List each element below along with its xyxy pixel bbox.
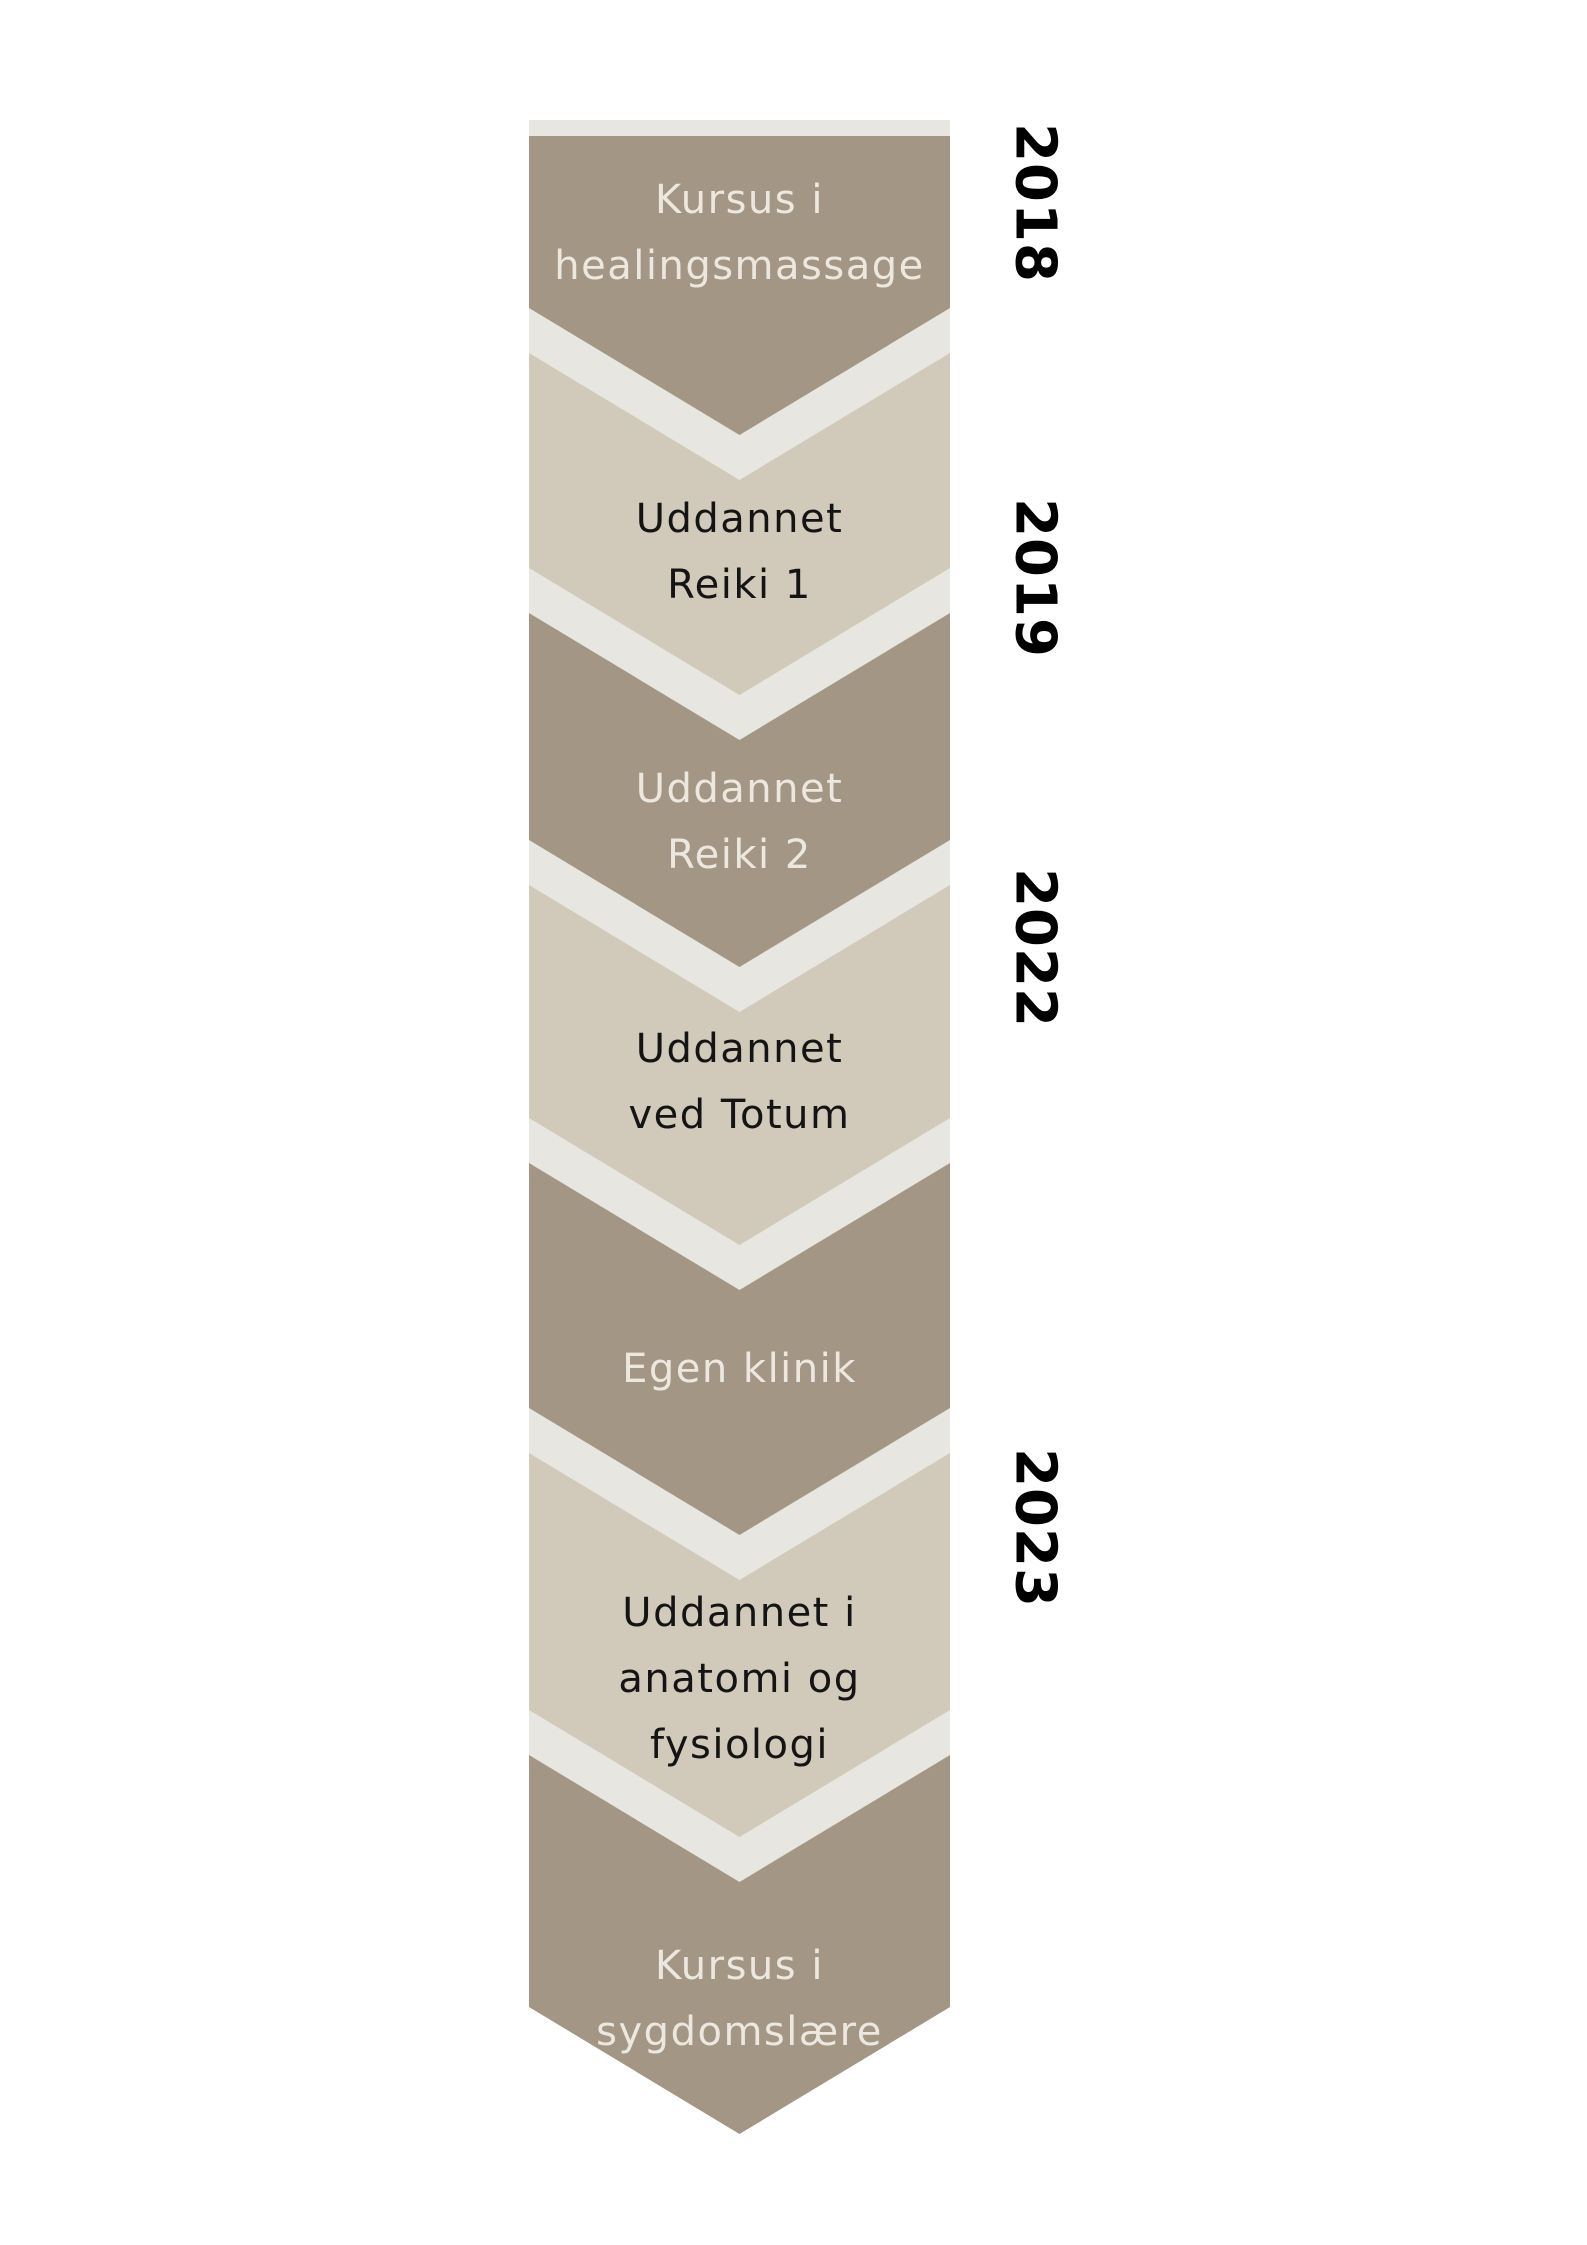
- step-label-totum: Uddannet ved Totum: [628, 1026, 851, 1138]
- step-label-reiki-1: Uddannet Reiki 1: [635, 496, 844, 608]
- chevron-band-1: [529, 136, 950, 435]
- chevron-band-5: [529, 1163, 950, 1535]
- step-label-egen-klinik: Egen klinik: [622, 1346, 857, 1392]
- year-label-2023: 2023: [1002, 1448, 1068, 1608]
- step-label-sygdomslaere: Kursus i sygdomslære: [596, 1943, 883, 2055]
- chevron-band-4: [529, 885, 950, 1245]
- step-label-healingsmassage: Kursus i healingsmassage: [554, 177, 925, 289]
- year-label-2022: 2022: [1002, 868, 1068, 1028]
- year-label-2019: 2019: [1002, 498, 1068, 658]
- chevron-band-7: [529, 1755, 950, 2134]
- chevron-band-6: [529, 1453, 950, 1837]
- year-label-2018: 2018: [1002, 123, 1068, 283]
- chevron-band-2: [529, 353, 950, 695]
- step-label-anatomi-fysiologi: Uddannet i anatomi og fysiologi: [618, 1590, 861, 1768]
- step-label-reiki-2: Uddannet Reiki 2: [635, 766, 844, 878]
- chevron-band-3: [529, 613, 950, 967]
